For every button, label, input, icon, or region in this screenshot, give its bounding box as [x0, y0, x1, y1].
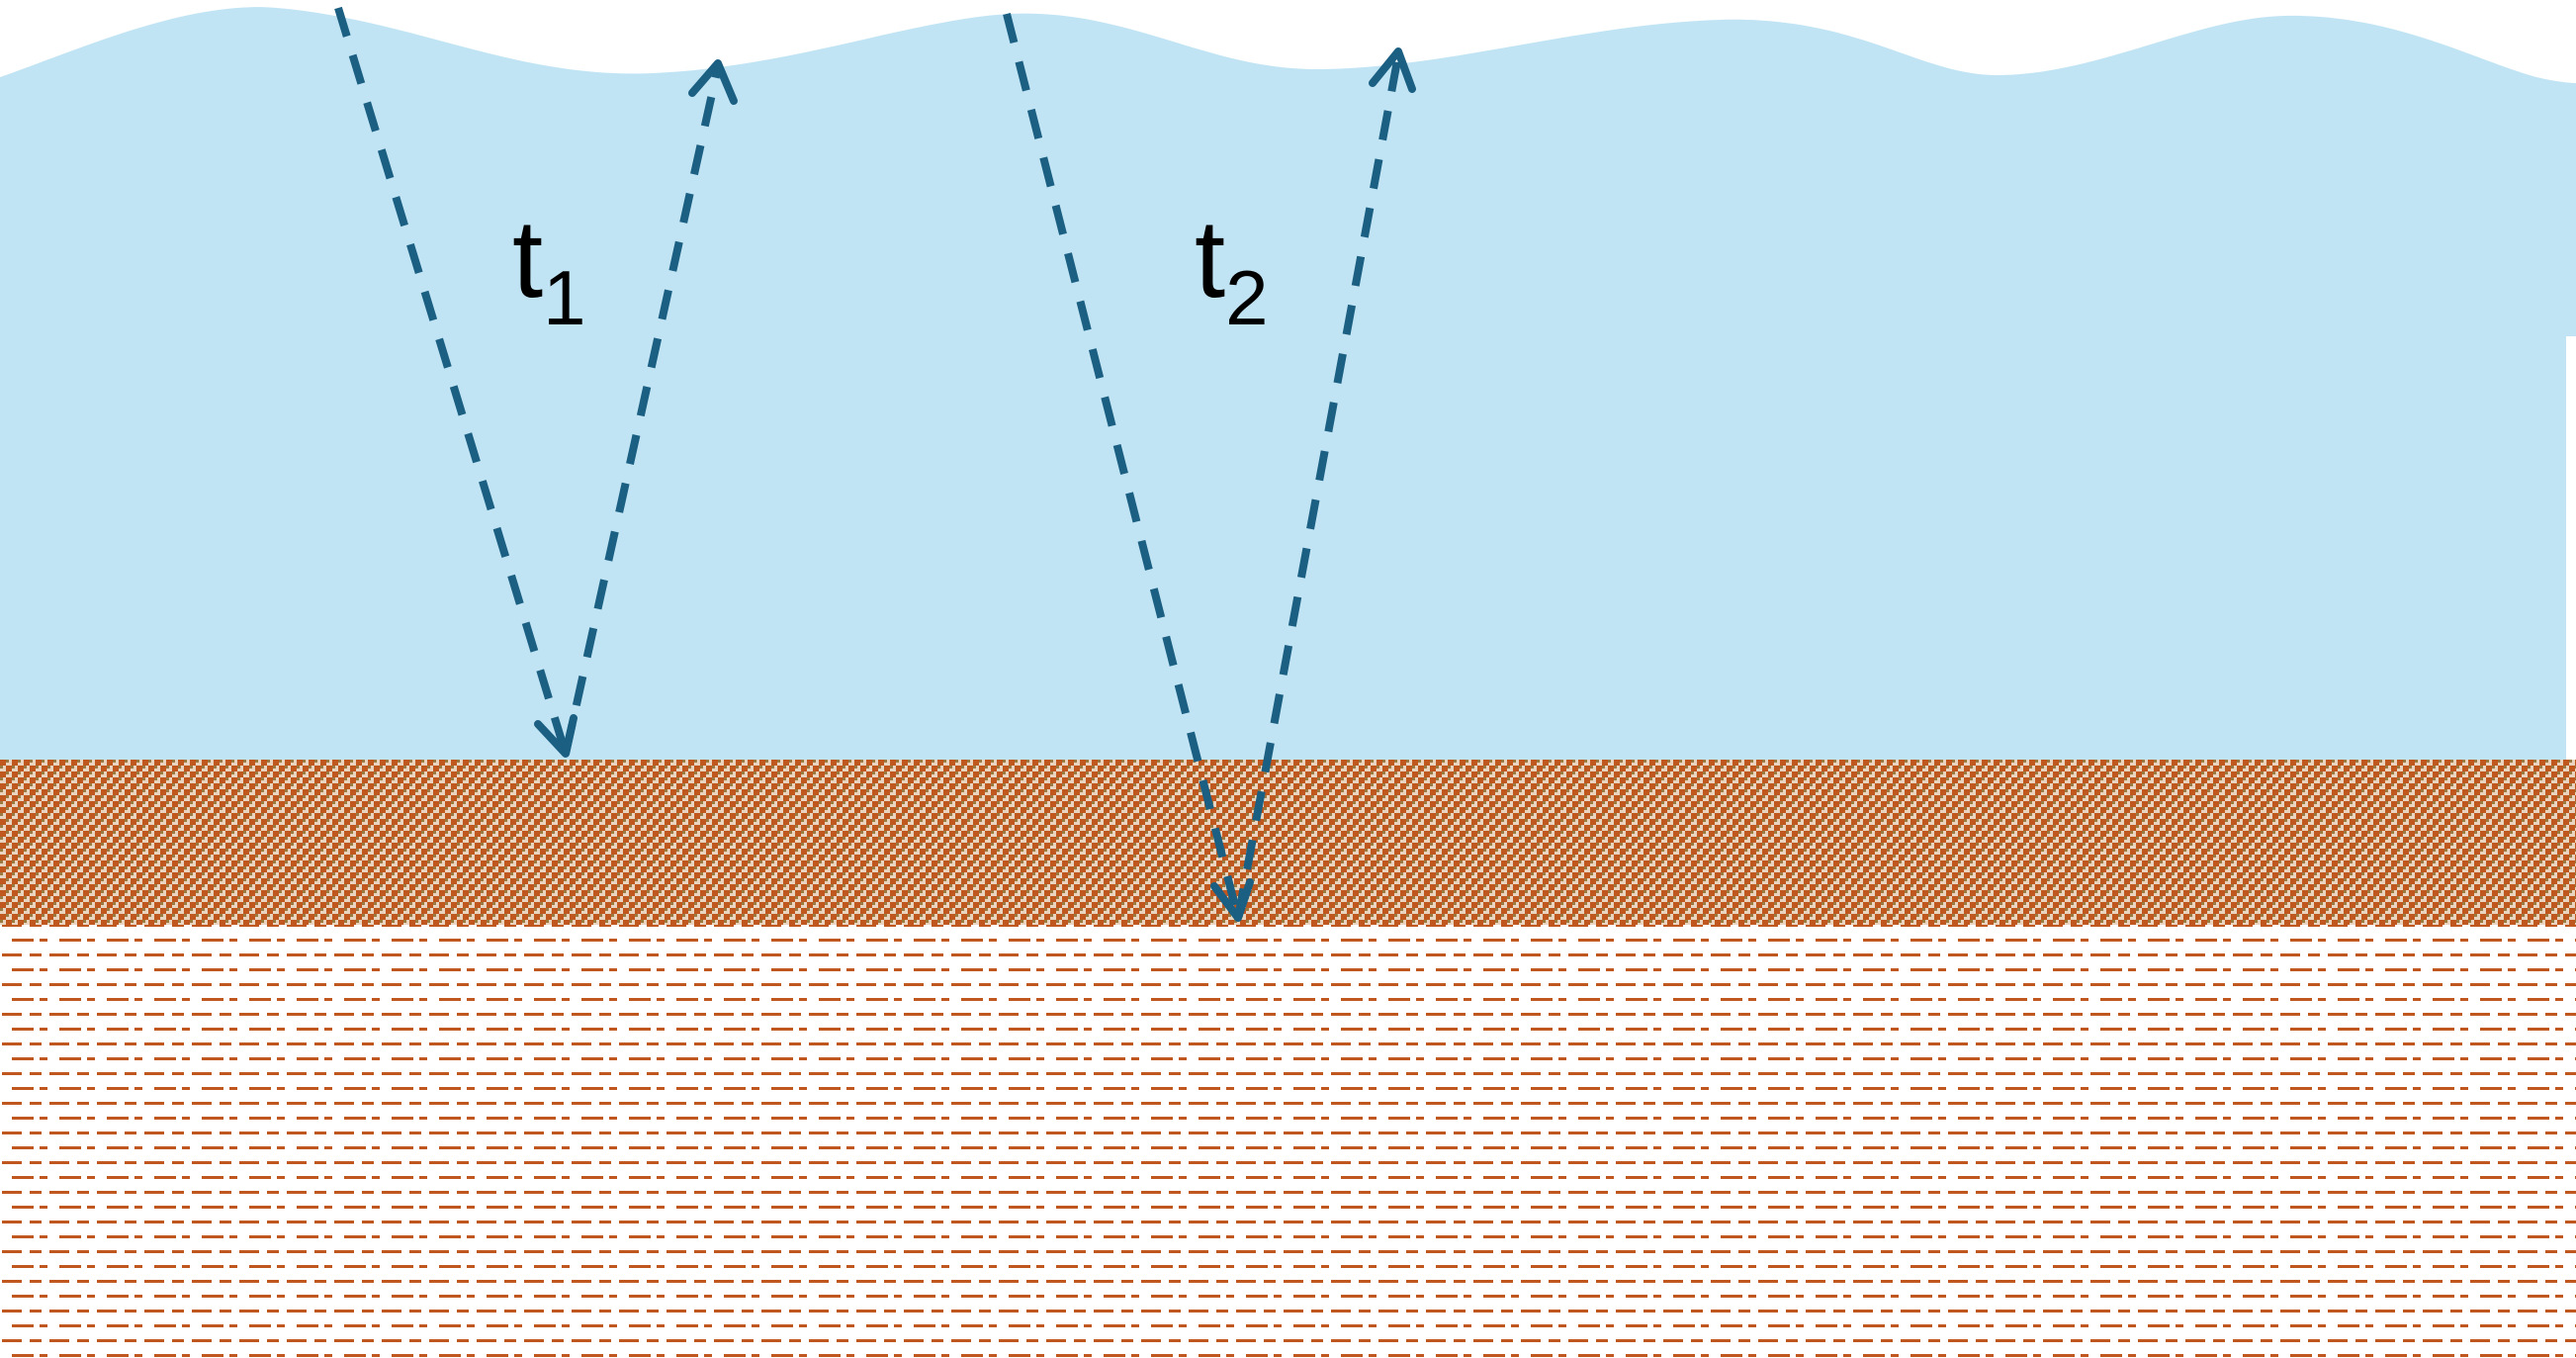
- ray-2-arrowhead-up: [1369, 47, 1416, 93]
- ray-1-down: [334, 6, 570, 756]
- label-t1: t1: [512, 197, 586, 341]
- ray-1-up: [562, 66, 722, 755]
- sub-bottom-layer: [0, 925, 2576, 1358]
- ray-2-down: [1003, 13, 1242, 919]
- water-layer: [0, 7, 2576, 760]
- ray-1-arrowhead-up: [688, 59, 738, 105]
- sediment-layer: [0, 760, 2576, 925]
- label-t2: t2: [1195, 197, 1269, 341]
- ray-1: [334, 6, 738, 758]
- ray-2: [1003, 13, 1416, 922]
